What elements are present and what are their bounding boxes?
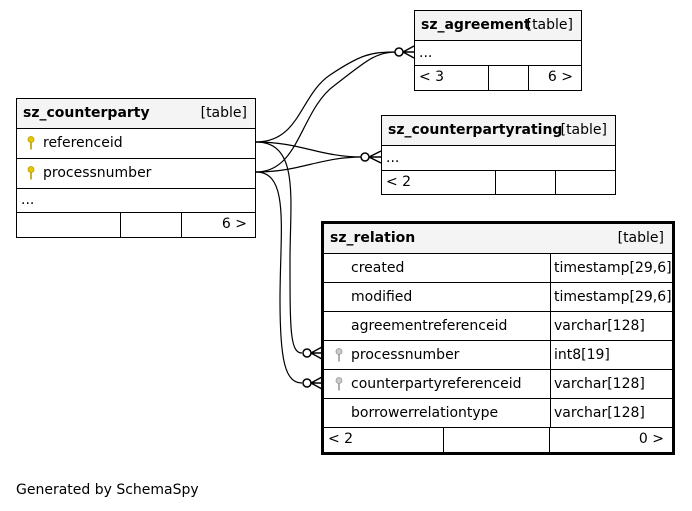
table-footer: < 2 [382, 171, 615, 194]
table-name: sz_counterparty [23, 105, 150, 121]
column-type: varchar[128] [554, 376, 645, 392]
edge-end-relation-counterpartyref [302, 378, 312, 388]
table-kind: [table] [560, 122, 607, 138]
edge-counterparty-relation-2 [255, 171, 303, 384]
more-columns-row: ... [415, 41, 581, 66]
column-type: varchar[128] [554, 318, 645, 334]
footer-parents-count[interactable]: < 2 [328, 431, 354, 447]
column-row[interactable]: created timestamp[29,6] [324, 254, 672, 283]
edge-end-rating [360, 152, 370, 162]
column-divider [550, 399, 551, 427]
footer-parents-count[interactable]: < 2 [386, 174, 412, 190]
table-header: sz_counterparty [table] [17, 99, 255, 129]
column-row[interactable]: modified timestamp[29,6] [324, 283, 672, 312]
table-footer: 6 > [17, 213, 255, 237]
column-name: modified [351, 289, 413, 305]
column-name: processnumber [43, 165, 152, 181]
column-divider [550, 312, 551, 340]
crowfoot-relation-1 [310, 346, 323, 360]
more-columns: ... [21, 192, 35, 208]
column-row[interactable]: agreementreferenceid varchar[128] [324, 312, 672, 341]
crowfoot-agreement [402, 45, 415, 59]
column-name: agreementreferenceid [351, 318, 508, 334]
table-kind: [table] [617, 230, 664, 246]
more-columns: ... [386, 150, 400, 166]
column-name: processnumber [351, 347, 460, 363]
edge-counterparty-relation-1 [255, 141, 303, 354]
table-footer: < 3 6 > [415, 66, 581, 90]
column-type: timestamp[29,6] [554, 260, 672, 276]
column-name: counterpartyreferenceid [351, 376, 522, 392]
table-sz-counterparty[interactable]: sz_counterparty [table] referenceid proc… [16, 98, 256, 238]
table-sz-counterpartyrating[interactable]: sz_counterpartyrating [table] ... < 2 [381, 115, 616, 195]
generated-by-label: Generated by SchemaSpy [16, 482, 199, 498]
column-row[interactable]: counterpartyreferenceid varchar[128] [324, 370, 672, 399]
edge-counterparty-agreement-1 [255, 51, 397, 143]
column-row[interactable]: borrowerrelationtype varchar[128] [324, 399, 672, 428]
column-divider [550, 341, 551, 369]
column-divider [550, 254, 551, 282]
table-name: sz_relation [330, 230, 416, 246]
more-columns-row: ... [17, 189, 255, 213]
column-divider [550, 283, 551, 311]
edge-counterparty-agreement-2 [255, 51, 397, 173]
column-type: varchar[128] [554, 405, 645, 421]
column-divider [550, 370, 551, 398]
foreign-key-icon [335, 348, 343, 362]
table-kind: [table] [526, 17, 573, 33]
column-name: borrowerrelationtype [351, 405, 499, 421]
column-name: created [351, 260, 405, 276]
column-type: int8[19] [554, 347, 610, 363]
table-header: sz_agreement [table] [415, 11, 581, 41]
primary-key-icon [27, 136, 35, 150]
column-row[interactable]: referenceid [17, 129, 255, 159]
foreign-key-icon [335, 377, 343, 391]
table-header: sz_counterpartyrating [table] [382, 116, 615, 146]
table-footer: < 2 0 > [324, 428, 672, 452]
more-columns-row: ... [382, 146, 615, 171]
footer-children-count[interactable]: 6 > [221, 216, 247, 232]
crowfoot-rating [368, 150, 382, 164]
table-name: sz_counterpartyrating [388, 122, 563, 138]
footer-children-count[interactable]: 6 > [547, 69, 573, 85]
table-sz-relation[interactable]: sz_relation [table] created timestamp[29… [321, 221, 675, 455]
table-name: sz_agreement [421, 17, 531, 33]
edge-end-agreement [394, 47, 404, 57]
primary-key-icon [27, 166, 35, 180]
table-sz-agreement[interactable]: sz_agreement [table] ... < 3 6 > [414, 10, 582, 91]
edge-counterparty-rating-2 [255, 156, 363, 173]
column-row[interactable]: processnumber int8[19] [324, 341, 672, 370]
table-kind: [table] [200, 105, 247, 121]
column-name: referenceid [43, 135, 123, 151]
edge-counterparty-rating-1 [255, 141, 363, 158]
crowfoot-relation-2 [310, 376, 323, 390]
edge-end-relation-processnumber [302, 348, 312, 358]
column-type: timestamp[29,6] [554, 289, 672, 305]
column-row[interactable]: processnumber [17, 159, 255, 189]
table-header: sz_relation [table] [324, 224, 672, 254]
footer-parents-count[interactable]: < 3 [419, 69, 445, 85]
footer-children-count[interactable]: 0 > [638, 431, 664, 447]
more-columns: ... [419, 45, 433, 61]
